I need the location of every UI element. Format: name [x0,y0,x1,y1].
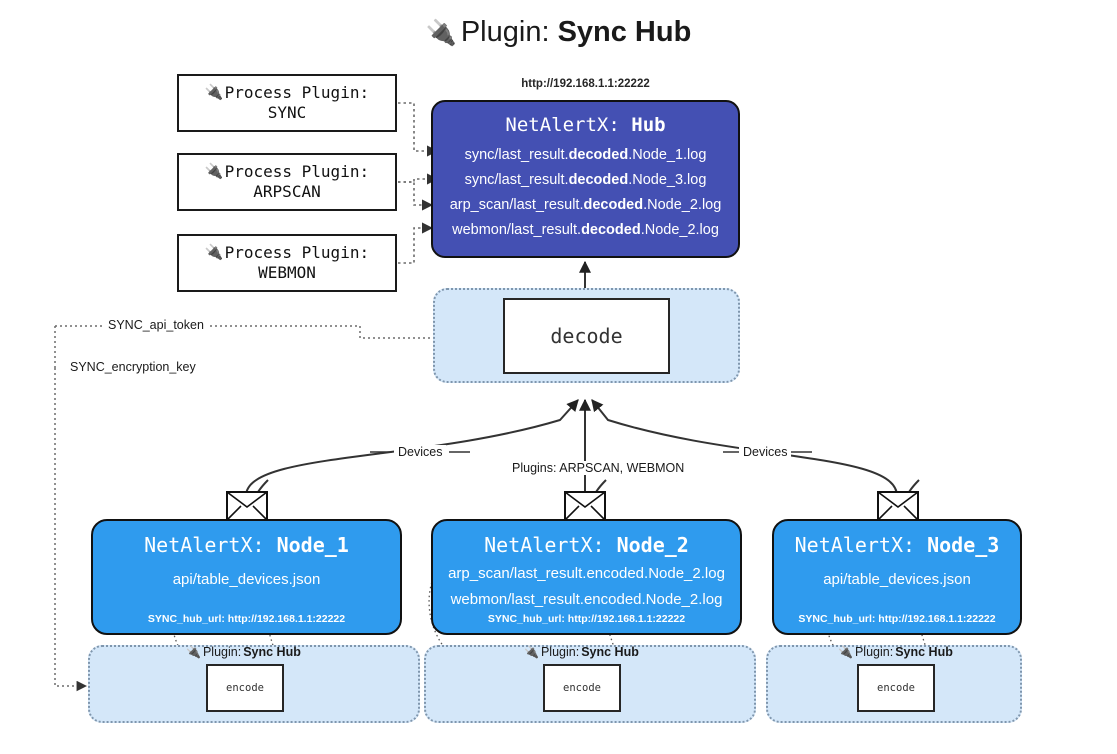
hub-log-line: webmon/last_result.decoded.Node_2.log [433,222,738,238]
node-title-name: Node_3 [927,533,1000,557]
log-post: .Node_2.log [643,197,722,213]
plug-icon: 🔌 [186,645,201,659]
hub-box[interactable]: NetAlertX: Hub sync/last_result.decoded.… [431,100,740,258]
node-resource-line: api/table_devices.json [172,571,321,588]
log-pre: sync/last_result. [464,172,569,188]
process-plugin-box-arpscan[interactable]: 🔌 Process Plugin: ARPSCAN [177,153,397,211]
log-mid: decoded [581,222,641,238]
edge-label-plugins-mid: Plugins: ARPSCAN, WEBMON [508,461,689,475]
plugin-tag-strong: Sync Hub [243,645,301,659]
edge-label-devices-left: Devices [394,445,447,459]
node-box-node-2[interactable]: NetAlertX: Node_2 arp_scan/last_result.e… [431,519,742,635]
encode-box-node-2[interactable]: encode [543,664,621,712]
page-title-lead: Plugin: [460,16,550,48]
envelope-icon [877,491,919,521]
log-post: .Node_1.log [628,147,707,163]
node-resource-line: webmon/last_result.encoded.Node_2.log [450,591,723,608]
plug-icon: 🔌 [204,163,224,181]
plugin-tag-strong: Sync Hub [581,645,639,659]
hub-title-name: Hub [631,114,666,136]
plugin-tag-lead: Plugin: [540,645,580,659]
process-plugin-label: Process Plugin: [224,242,370,262]
log-mid: decoded [568,172,629,188]
encode-box-node-3[interactable]: encode [857,664,935,712]
log-pre: webmon/last_result. [452,222,582,238]
node-title-prefix: NetAlertX: [794,533,928,557]
node-title: NetAlertX: Node_3 [774,533,1020,557]
hub-title: NetAlertX: Hub [433,114,738,136]
log-post: .Node_2.log [640,222,719,238]
plug-icon: 🔌 [204,84,224,102]
hub-log-line: sync/last_result.decoded.Node_3.log [433,172,738,188]
plug-icon: 🔌 [524,645,539,659]
encode-plugin-tag-node-1: 🔌 Plugin: Sync Hub [186,645,301,659]
process-plugin-name: WEBMON [258,263,316,282]
encode-plugin-tag-node-2: 🔌 Plugin: Sync Hub [524,645,639,659]
log-mid: decoded [568,147,629,163]
page-title-strong: Sync Hub [557,16,692,48]
plug-icon: 🔌 [838,645,853,659]
node-resource-line: arp_scan/last_result.encoded.Node_2.log [448,565,725,582]
node-hub-url: SYNC_hub_url: http://192.168.1.1:22222 [147,613,346,625]
hub-log-line: arp_scan/last_result.decoded.Node_2.log [433,197,738,213]
envelope-icon [226,491,268,521]
process-plugin-name: ARPSCAN [253,182,321,201]
node-title-name: Node_1 [276,533,349,557]
encode-plugin-tag-node-3: 🔌 Plugin: Sync Hub [838,645,953,659]
node-box-node-3[interactable]: NetAlertX: Node_3 api/table_devices.json… [772,519,1022,635]
log-post: .Node_3.log [628,172,707,188]
node-box-node-1[interactable]: NetAlertX: Node_1 api/table_devices.json… [91,519,402,635]
hub-url-label: http://192.168.1.1:22222 [521,78,650,90]
process-plugin-label: Process Plugin: [224,161,370,181]
edge-label-devices-right: Devices [739,445,792,459]
node-title: NetAlertX: Node_2 [433,533,740,557]
node-resource-line: api/table_devices.json [823,571,971,588]
envelope-icon [564,491,606,521]
page-title: 🔌Plugin: Sync Hub [0,16,1117,49]
log-pre: arp_scan/last_result. [449,197,584,213]
plugin-tag-strong: Sync Hub [895,645,953,659]
node-title: NetAlertX: Node_1 [93,533,400,557]
process-plugin-box-webmon[interactable]: 🔌 Process Plugin: WEBMON [177,234,397,292]
process-plugin-box-sync[interactable]: 🔌 Process Plugin: SYNC [177,74,397,132]
process-plugin-label: Process Plugin: [224,82,370,102]
secret-label-encryption-key: SYNC_encryption_key [66,360,200,374]
node-title-name: Node_2 [616,533,689,557]
plugin-tag-lead: Plugin: [854,645,894,659]
log-pre: sync/last_result. [464,147,569,163]
plugin-tag-lead: Plugin: [202,645,242,659]
log-mid: decoded [583,197,644,213]
hub-title-prefix: NetAlertX: [505,114,632,136]
node-hub-url: SYNC_hub_url: http://192.168.1.1:22222 [487,613,686,625]
secret-label-api-token: SYNC_api_token [104,318,208,332]
node-hub-url: SYNC_hub_url: http://192.168.1.1:22222 [798,613,996,625]
node-title-prefix: NetAlertX: [484,533,617,557]
plug-icon: 🔌 [204,244,224,262]
encode-box-node-1[interactable]: encode [206,664,284,712]
node-title-prefix: NetAlertX: [144,533,277,557]
decode-box[interactable]: decode [503,298,670,374]
process-plugin-name: SYNC [267,103,307,122]
hub-log-line: sync/last_result.decoded.Node_1.log [433,147,738,163]
plug-icon: 🔌 [425,19,457,47]
